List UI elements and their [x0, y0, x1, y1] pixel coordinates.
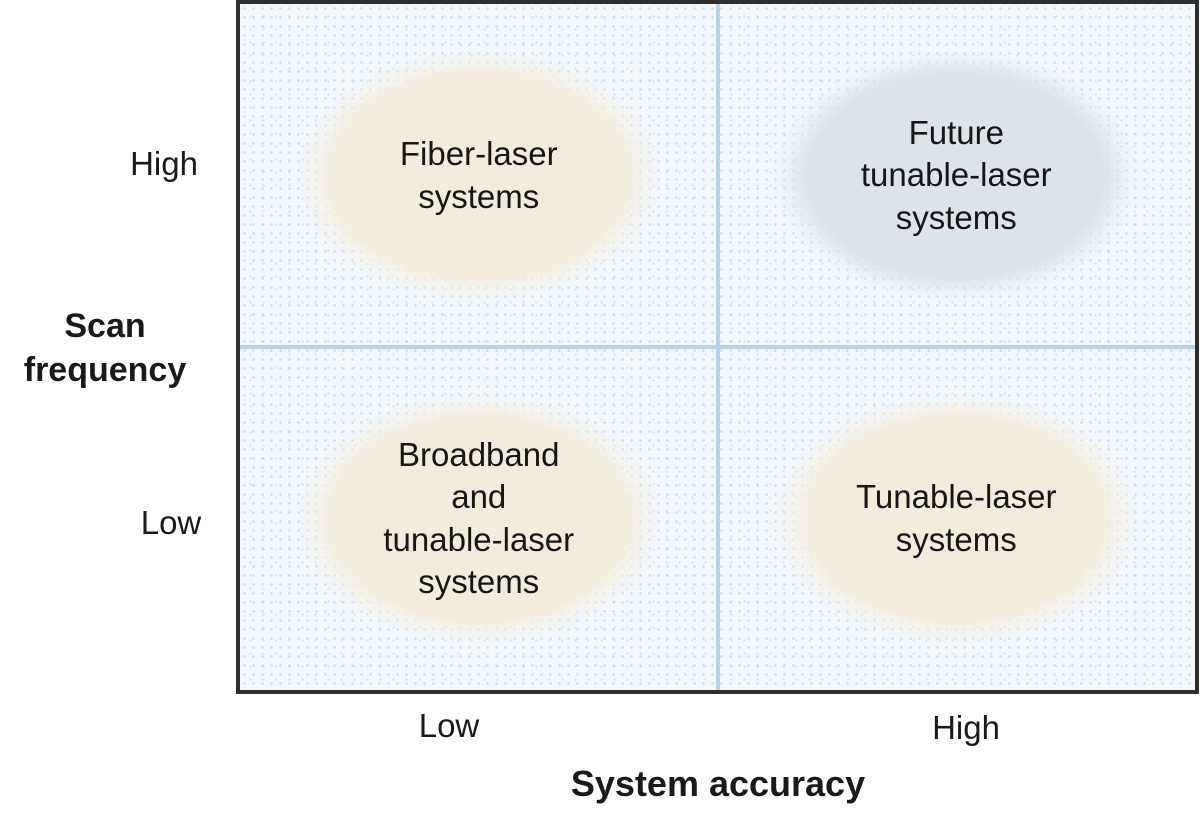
y-axis-title: Scan frequency — [23, 306, 187, 389]
quadrant-label-tunable-laser: Tunable-laser systems — [855, 478, 1057, 558]
quadrant-ellipse-tunable-laser: Tunable-laser systems — [773, 392, 1140, 645]
horizontal-divider-line — [240, 345, 1195, 349]
x-axis-title: System accuracy — [570, 763, 866, 804]
x-axis-label-high: High — [932, 709, 1000, 746]
x-axis-label-low: Low — [418, 707, 480, 744]
quadrant-chart: Fiber-laser systems Future tunable-laser… — [236, 0, 1199, 694]
y-axis-label-low: Low — [140, 504, 202, 541]
y-axis-label-high: High — [130, 145, 198, 182]
quadrant-ellipse-future-tunable-laser: Future tunable-laser systems — [773, 49, 1140, 302]
quadrant-label-future-tunable-laser: Future tunable-laser systems — [860, 114, 1052, 236]
quadrant-ellipse-broadband-tunable-laser: Broadband and tunable-laser systems — [295, 392, 662, 645]
quadrant-label-broadband-tunable-laser: Broadband and tunable-laser systems — [383, 436, 575, 600]
quadrant-label-fiber-laser: Fiber-laser systems — [399, 135, 558, 215]
quadrant-ellipse-fiber-laser: Fiber-laser systems — [295, 49, 662, 302]
